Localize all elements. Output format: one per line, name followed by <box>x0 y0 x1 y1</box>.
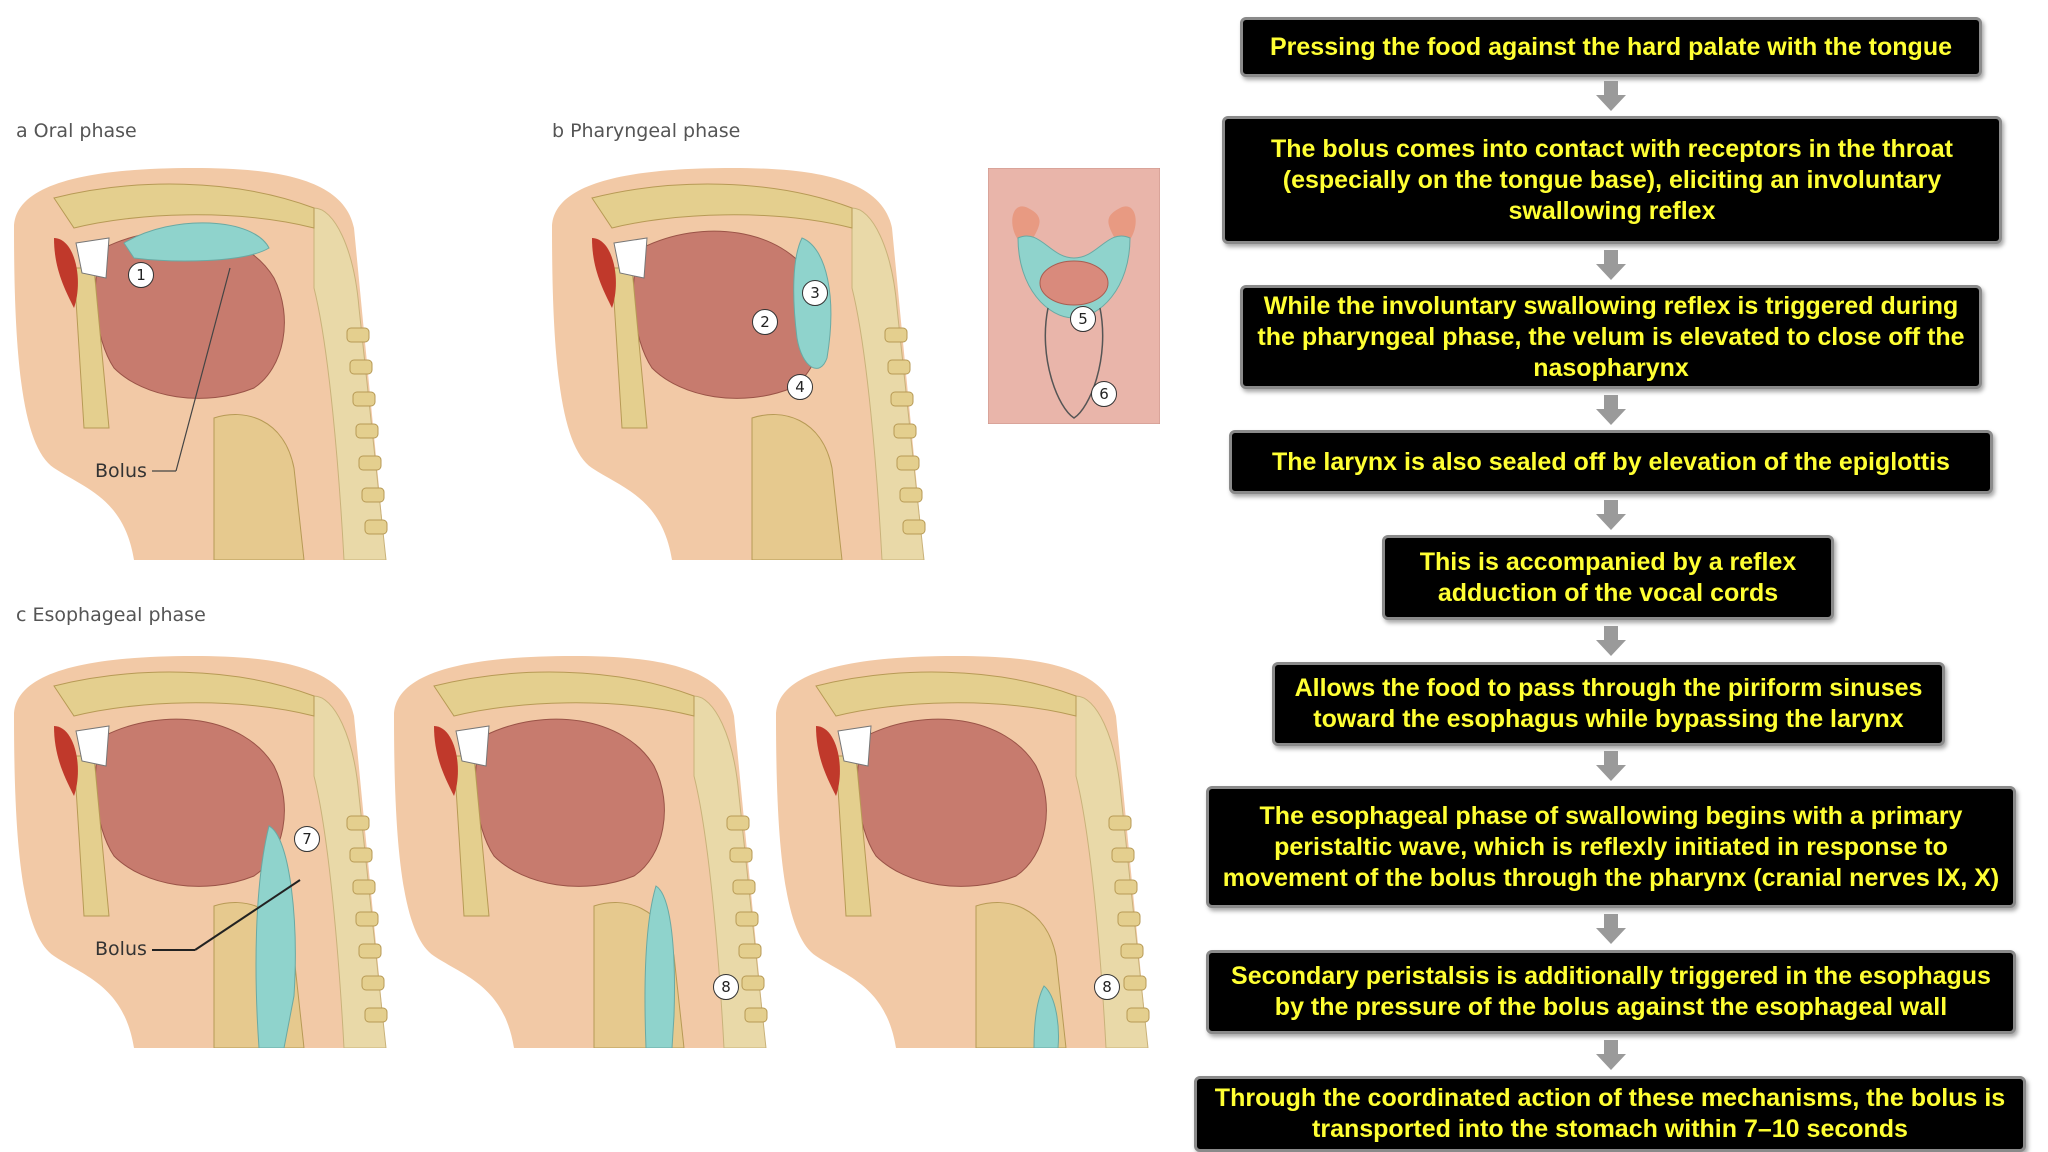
anatomy-pharyngeal-phase <box>552 168 926 560</box>
flow-step-5: This is accompanied by a reflex adductio… <box>1382 535 1834 620</box>
flow-step-6: Allows the food to pass through the piri… <box>1272 662 1945 746</box>
marker-5: 5 <box>1070 306 1096 332</box>
panel-letter: a <box>16 120 28 142</box>
panel-title: Pharyngeal phase <box>570 120 741 142</box>
anatomy-posterior-view <box>988 168 1160 424</box>
marker-6: 6 <box>1091 381 1117 407</box>
marker-7: 7 <box>294 826 320 852</box>
flow-step-9: Through the coordinated action of these … <box>1194 1076 2026 1152</box>
panel-title: Oral phase <box>33 120 137 142</box>
flow-step-1: Pressing the food against the hard palat… <box>1240 17 1982 77</box>
marker-3: 3 <box>802 280 828 306</box>
bolus-label-esophageal: Bolus <box>95 938 147 960</box>
flow-step-7: The esophageal phase of swallowing begin… <box>1206 786 2016 908</box>
anatomy-oral-phase <box>14 168 388 560</box>
down-arrow-icon <box>1596 1040 1626 1070</box>
down-arrow-icon <box>1596 751 1626 781</box>
anatomy-esophageal-phase-2 <box>394 656 768 1048</box>
panel-title: Esophageal phase <box>32 604 206 626</box>
down-arrow-icon <box>1596 395 1626 425</box>
marker-4: 4 <box>787 374 813 400</box>
down-arrow-icon <box>1596 914 1626 944</box>
marker-8a: 8 <box>713 974 739 1000</box>
flow-step-8: Secondary peristalsis is additionally tr… <box>1206 950 2016 1034</box>
marker-2: 2 <box>752 309 778 335</box>
bolus-label-oral: Bolus <box>95 460 147 482</box>
anatomy-esophageal-phase-1 <box>14 656 388 1048</box>
marker-8b: 8 <box>1094 974 1120 1000</box>
bolus-leader-lines <box>152 267 301 951</box>
panel-letter: c <box>16 604 27 626</box>
down-arrow-icon <box>1596 250 1626 280</box>
flow-step-4: The larynx is also sealed off by elevati… <box>1229 430 1993 494</box>
down-arrow-icon <box>1596 626 1626 656</box>
marker-1: 1 <box>128 262 154 288</box>
down-arrow-icon <box>1596 81 1626 111</box>
down-arrow-icon <box>1596 500 1626 530</box>
panel-letter: b <box>552 120 565 142</box>
flow-step-3: While the involuntary swallowing reflex … <box>1240 285 1982 389</box>
anatomy-esophageal-phase-3 <box>776 656 1150 1048</box>
flow-step-2: The bolus comes into contact with recept… <box>1222 116 2002 244</box>
